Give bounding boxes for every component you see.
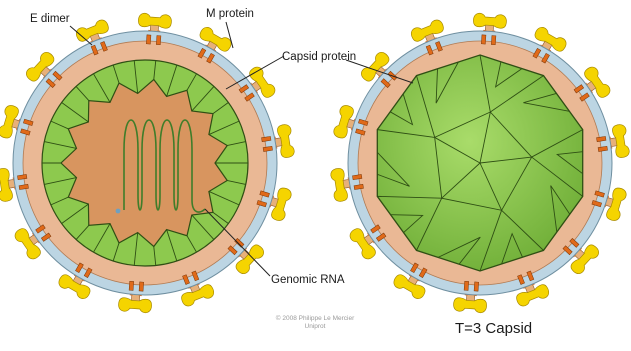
m-protein-part xyxy=(156,36,161,45)
m-protein-part xyxy=(491,36,496,45)
m-protein-part xyxy=(464,281,469,290)
label-m-protein: M protein xyxy=(206,8,254,20)
credit-line-1: © 2008 Philippe Le Mercier xyxy=(276,314,355,322)
label-t3-capsid: T=3 Capsid xyxy=(455,320,532,337)
virion-capsid-view xyxy=(330,13,630,313)
label-capsid-protein: Capsid protein xyxy=(282,51,356,63)
label-e-dimer: E dimer xyxy=(30,13,70,25)
label-genomic-rna: Genomic RNA xyxy=(271,274,345,286)
m-protein-part xyxy=(146,35,151,44)
m-protein-part xyxy=(129,281,134,290)
virion-cross-section xyxy=(0,13,295,313)
rna-end-marker xyxy=(116,209,121,214)
m-protein-part xyxy=(481,35,486,44)
m-protein-part xyxy=(139,282,144,291)
credit-line-2: Uniprot xyxy=(305,323,326,330)
m-protein-part xyxy=(474,282,479,291)
